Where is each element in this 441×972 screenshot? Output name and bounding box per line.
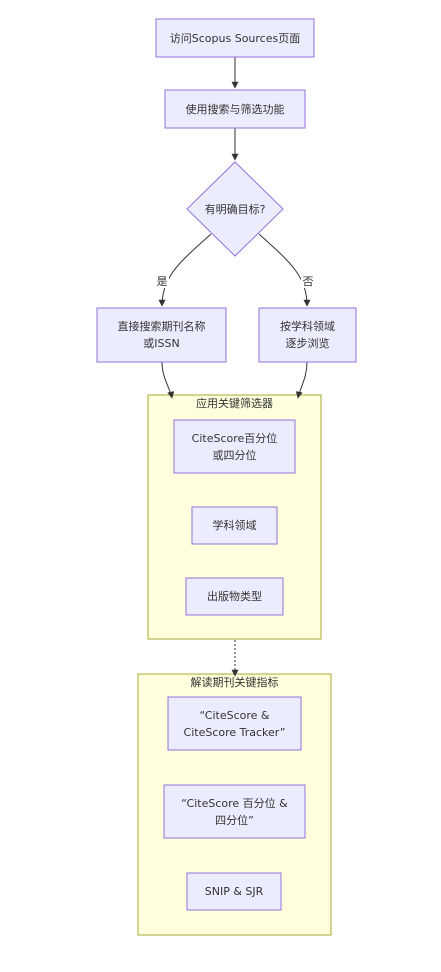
edge-label-no: 否 — [301, 274, 315, 288]
svg-text:或四分位: 或四分位 — [213, 448, 257, 462]
svg-text:“CiteScore &: “CiteScore & — [199, 709, 269, 722]
node-direct-search: 直接搜索期刊名称 或ISSN — [96, 307, 227, 363]
svg-text:CiteScore Tracker”: CiteScore Tracker” — [184, 726, 286, 739]
node-publication-type: 出版物类型 — [185, 577, 284, 616]
edge-browse-to-filters — [295, 361, 308, 399]
node-citescore-percentile-quartile: “CiteScore 百分位 & 四分位” — [163, 784, 306, 839]
svg-text:出版物类型: 出版物类型 — [207, 589, 262, 603]
svg-text:是: 是 — [157, 275, 168, 288]
svg-text:访问Scopus Sources页面: 访问Scopus Sources页面 — [170, 32, 300, 45]
cluster-filters-label: 应用关键筛选器 — [196, 396, 273, 410]
node-browse-subject: 按学科领域 逐步浏览 — [258, 307, 357, 363]
svg-text:CiteScore百分位: CiteScore百分位 — [192, 431, 278, 445]
node-decision: 有明确目标? — [186, 161, 284, 257]
edge-direct-to-filters — [161, 361, 175, 399]
edge-decision-no — [258, 233, 311, 307]
svg-text:SNIP & SJR: SNIP & SJR — [205, 885, 264, 898]
svg-text:或ISSN: 或ISSN — [143, 337, 179, 350]
svg-text:“CiteScore 百分位 &: “CiteScore 百分位 & — [181, 796, 288, 810]
svg-text:否: 否 — [303, 275, 314, 288]
node-snip-sjr: SNIP & SJR — [186, 872, 282, 911]
node-subject-area: 学科领域 — [191, 506, 278, 545]
node-visit-sources: 访问Scopus Sources页面 — [155, 18, 315, 58]
node-use-search: 使用搜索与筛选功能 — [164, 89, 306, 129]
edge-decision-yes — [158, 233, 212, 307]
svg-text:使用搜索与筛选功能: 使用搜索与筛选功能 — [186, 102, 285, 116]
edge-label-yes: 是 — [155, 274, 169, 288]
svg-text:有明确目标?: 有明确目标? — [205, 202, 266, 216]
svg-text:逐步浏览: 逐步浏览 — [286, 336, 330, 350]
node-citescore-tracker: “CiteScore & CiteScore Tracker” — [167, 696, 302, 751]
svg-text:直接搜索期刊名称: 直接搜索期刊名称 — [118, 319, 206, 333]
cluster-metrics-label: 解读期刊关键指标 — [191, 675, 279, 689]
node-citescore-percentile: CiteScore百分位 或四分位 — [173, 419, 296, 474]
svg-text:四分位”: 四分位” — [215, 813, 254, 827]
svg-text:按学科领域: 按学科领域 — [280, 319, 335, 333]
svg-text:学科领域: 学科领域 — [213, 518, 257, 532]
